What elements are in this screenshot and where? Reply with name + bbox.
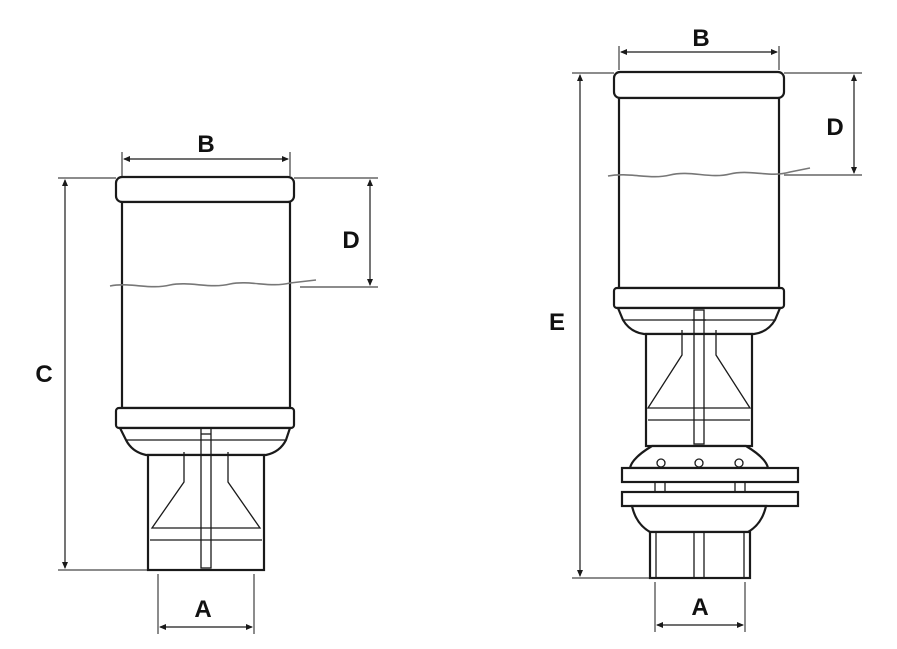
right-dim-d-label: D <box>826 114 843 141</box>
right-center-stem <box>693 309 705 445</box>
right-upper-flange-plate <box>620 466 800 484</box>
right-inner-cone <box>646 330 752 409</box>
right-dim-e-label: E <box>549 309 565 336</box>
left-dim-b-label: B <box>197 131 214 158</box>
left-shoulder <box>118 426 292 457</box>
left-dim-c-label: C <box>35 361 52 388</box>
right-dim-b-label: B <box>692 25 709 52</box>
right-top-cap <box>612 70 786 100</box>
right-flange <box>612 286 786 310</box>
left-dim-a-label: A <box>194 596 211 623</box>
left-bottom-flange <box>114 406 296 430</box>
right-body-cylinder <box>617 96 781 290</box>
left-neck <box>146 453 266 572</box>
left-top-cap <box>114 175 296 204</box>
right-break-line <box>607 167 811 178</box>
right-dim-a-label: A <box>691 594 708 621</box>
right-ball-housing <box>628 444 770 470</box>
right-bottom-pipe <box>648 530 752 580</box>
right-valve-drawing: B E D A <box>549 25 862 632</box>
left-break-line <box>109 279 317 288</box>
left-dim-d-label: D <box>342 227 359 254</box>
right-shoulder <box>616 306 782 336</box>
right-neck <box>644 332 754 448</box>
right-lower-flange-plate <box>620 490 800 508</box>
left-inner-cone <box>150 452 262 529</box>
right-lower-bowl <box>630 504 768 534</box>
left-body-cylinder <box>120 200 292 410</box>
left-center-stem <box>200 427 212 569</box>
left-valve-drawing: B C D A <box>35 131 378 634</box>
